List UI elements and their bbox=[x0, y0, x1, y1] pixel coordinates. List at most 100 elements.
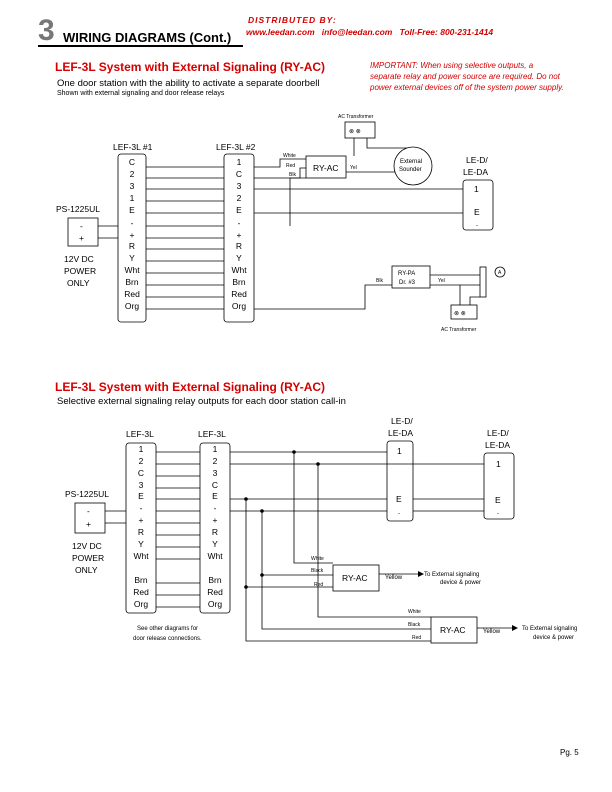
d2-door1-label-1: LE-D/ bbox=[391, 416, 413, 426]
d1-wire-red-label: Red bbox=[286, 163, 295, 169]
d2-master2-terminal: Wht bbox=[207, 551, 223, 561]
d1-master1-terminal: R bbox=[129, 241, 135, 251]
d1-ac-transformer-top-label: AC Transformer bbox=[338, 114, 374, 120]
distributor-label: DISTRIBUTED BY: bbox=[248, 15, 337, 25]
d2-master1-label: LEF-3L bbox=[126, 429, 154, 439]
section-number: 3 bbox=[38, 14, 55, 47]
d2-psu-minus: - bbox=[87, 506, 90, 516]
d2-master2-terminal: + bbox=[213, 515, 218, 525]
important-note: IMPORTANT: When using selective outputs,… bbox=[370, 61, 564, 92]
d1-master2-terminal: 2 bbox=[237, 193, 242, 203]
d1-master2-terminal: - bbox=[238, 218, 241, 228]
d1-master1-terminal: Brn bbox=[125, 277, 139, 287]
d1-master2-terminal: R bbox=[236, 241, 242, 251]
d2-master2-terminal: R bbox=[212, 527, 218, 537]
d2-ry1-out-2: device & power bbox=[440, 580, 481, 586]
d1-door-station bbox=[462, 179, 494, 231]
d2-door2-term-e: E bbox=[495, 495, 501, 505]
page-number: Pg. 5 bbox=[560, 748, 579, 757]
d2-door1-term-e: E bbox=[396, 494, 402, 504]
d2-ry-ac-2 bbox=[430, 616, 478, 644]
d2-ry1-white-label: White bbox=[311, 556, 324, 562]
d2-master2-terminal: - bbox=[214, 503, 217, 513]
d2-master2-terminal: C bbox=[212, 480, 218, 490]
d2-master1-terminal: - bbox=[140, 503, 143, 513]
d1-power-caption-3: ONLY bbox=[67, 278, 90, 288]
d2-ry2-white-wire bbox=[317, 464, 431, 618]
d2-ry1-out-1: To External signaling bbox=[424, 572, 479, 578]
d2-door1-term-minus: - bbox=[398, 511, 400, 517]
d2-door2-label-1: LE-D/ bbox=[487, 428, 509, 438]
d1-master2-terminal: Red bbox=[231, 289, 247, 299]
d1-master1-terminal: 2 bbox=[130, 169, 135, 179]
d1-wire-blk-label: Blk bbox=[289, 172, 296, 178]
d1-sounder-label-2: Sounder bbox=[399, 167, 422, 173]
section1-title: LEF-3L System with External Signaling (R… bbox=[55, 60, 326, 74]
d2-master2-terminal: Brn bbox=[208, 575, 222, 585]
d1-strike-marker bbox=[494, 266, 506, 278]
d2-ry2-arrow-icon bbox=[512, 625, 518, 631]
d2-see-other-1: See other diagrams for bbox=[137, 626, 198, 632]
d1-master1-terminal: 3 bbox=[130, 181, 135, 191]
d2-ry2-red-label: Red bbox=[412, 635, 421, 641]
d2-psu-label: PS-1225UL bbox=[65, 489, 109, 499]
d2-master2-terminal: 1 bbox=[213, 444, 218, 454]
d2-ry2-out-2: device & power bbox=[533, 635, 574, 641]
d2-master1-terminal: Red bbox=[133, 587, 149, 597]
d2-ry-ac-2-label: RY-AC bbox=[440, 625, 466, 635]
d2-power-caption-2: POWER bbox=[72, 553, 104, 563]
d1-master-link-wires bbox=[146, 166, 224, 310]
distributor-contact: www.leedan.com info@leedan.com Toll-Free… bbox=[246, 27, 494, 37]
page-title: WIRING DIAGRAMS (Cont.) bbox=[63, 30, 232, 45]
d2-psu-plus: + bbox=[86, 519, 91, 529]
d1-wire-yel-label: Yel bbox=[350, 165, 357, 171]
d1-door-term-minus: - bbox=[476, 223, 478, 229]
d1-wire-white bbox=[254, 158, 306, 168]
d1-master1-terminal: - bbox=[131, 218, 134, 228]
d1-wire-to-rypa bbox=[254, 284, 392, 310]
d1-ry-ac-label: RY-AC bbox=[313, 163, 339, 173]
d2-master1-terminal: R bbox=[138, 527, 144, 537]
d2-master1-terminal: + bbox=[139, 515, 144, 525]
section2-title: LEF-3L System with External Signaling (R… bbox=[55, 380, 326, 394]
d2-ry2-black-label: Black bbox=[408, 622, 421, 628]
d1-psu-label: PS-1225UL bbox=[56, 204, 100, 214]
d2-master2-terminal: Org bbox=[208, 599, 222, 609]
d2-master-link-wires bbox=[156, 451, 200, 608]
d2-ry2-yellow-label: Yellow bbox=[483, 629, 501, 635]
d2-door2-station bbox=[483, 452, 515, 520]
d2-ry1-red-label: Red bbox=[314, 582, 323, 588]
d1-wire-red bbox=[254, 167, 306, 179]
d2-master1-terminal: 3 bbox=[139, 480, 144, 490]
d2-master1-terminal: C bbox=[138, 468, 144, 478]
d1-door-strike bbox=[479, 266, 487, 298]
d2-ry2-out-1: To External signaling bbox=[522, 626, 577, 632]
d1-power-caption-1: 12V DC bbox=[64, 254, 94, 264]
d1-wire-yel2-label: Yel bbox=[438, 278, 445, 284]
d1-external-sounder bbox=[393, 146, 433, 186]
d1-master2-terminal: Wht bbox=[231, 265, 247, 275]
d2-door2-label-2: LE-DA bbox=[485, 440, 510, 450]
d1-door-label-1: LE-D/ bbox=[466, 155, 488, 165]
d1-master1-terminal: 1 bbox=[130, 193, 135, 203]
d2-power-caption-1: 12V DC bbox=[72, 541, 102, 551]
d2-ry1-yellow-label: Yellow bbox=[385, 575, 403, 581]
section1-subtitle: One door station with the ability to act… bbox=[57, 78, 320, 89]
d2-master2-terminal: E bbox=[212, 491, 218, 501]
d1-ry-pa-label-2: Dr. #3 bbox=[399, 280, 416, 286]
d1-master1-terminal: Y bbox=[129, 253, 135, 263]
d2-master2-terminal: 2 bbox=[213, 456, 218, 466]
d2-master1-terminal: Y bbox=[138, 539, 144, 549]
d2-master1-terminal: Org bbox=[134, 599, 148, 609]
d1-master1-terminal: E bbox=[129, 205, 135, 215]
d2-door1-term-1: 1 bbox=[397, 446, 402, 456]
d2-ry-ac-1-label: RY-AC bbox=[342, 573, 368, 583]
d1-master1-terminal: + bbox=[130, 230, 135, 240]
d1-ac-bottom-wire-b bbox=[469, 296, 480, 305]
d1-master1-label: LEF-3L #1 bbox=[113, 142, 153, 152]
d1-psu-unit bbox=[67, 217, 99, 247]
